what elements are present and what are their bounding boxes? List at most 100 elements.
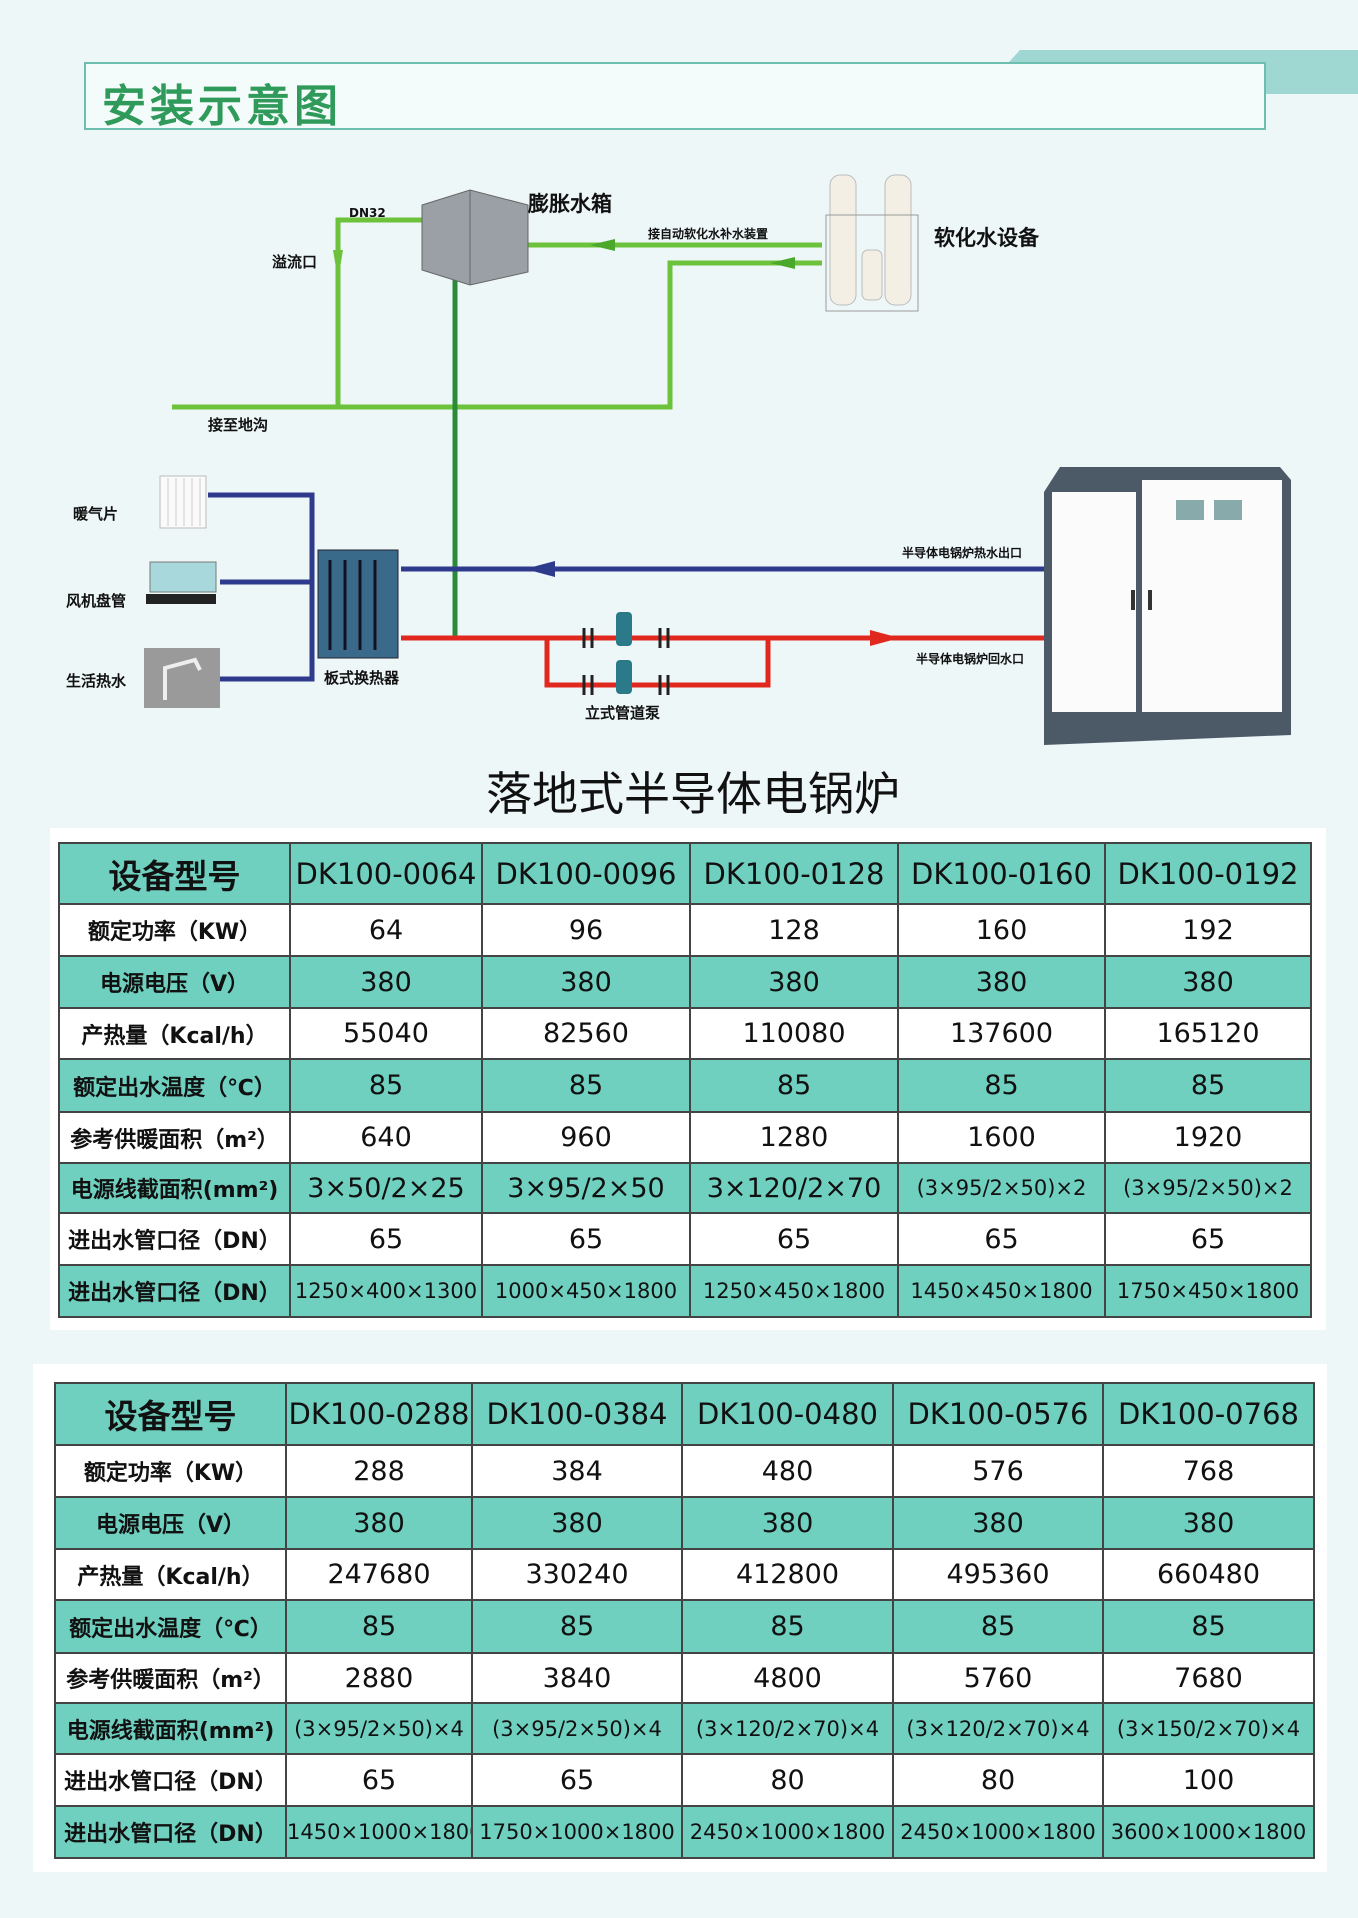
arrow: [590, 239, 615, 251]
valve-icons: [582, 628, 670, 695]
table-cell: 380: [1104, 955, 1312, 1009]
faucet-icon: [144, 648, 220, 708]
table-cell: 165120: [1104, 1007, 1312, 1060]
makeup-label: 接自动软化水补水装置: [648, 227, 769, 241]
table-cell: DK100-0064: [289, 842, 483, 905]
table-cell: 85: [689, 1058, 899, 1113]
header-frame: [84, 62, 1266, 130]
table-cell: 65: [897, 1212, 1106, 1266]
pump-label: 立式管道泵: [585, 704, 661, 722]
table-cell: 2450×1000×1800: [892, 1805, 1104, 1859]
overflow-arrow: [333, 250, 343, 280]
table-cell: 380: [892, 1496, 1104, 1550]
row-label: 额定出水温度（℃）: [54, 1599, 287, 1654]
table-cell: 380: [481, 955, 691, 1009]
table-cell: 576: [892, 1444, 1104, 1498]
row-label: 参考供暖面积（m²）: [58, 1111, 291, 1164]
table-cell: 384: [471, 1444, 683, 1498]
drain-label: 接至地沟: [208, 416, 269, 434]
table-cell: DK100-0576: [892, 1382, 1104, 1446]
softener-icon: [825, 174, 919, 312]
table-cell: 80: [892, 1753, 1104, 1807]
table-cell: 380: [289, 955, 483, 1009]
table-cell: 85: [897, 1058, 1106, 1113]
table-cell: (3×95/2×50)×4: [471, 1702, 683, 1755]
boiler-return-label: 半导体电锅炉回水口: [916, 652, 1025, 666]
table-cell: 85: [481, 1058, 691, 1113]
table-cell: 85: [892, 1599, 1104, 1654]
table-cell: DK100-0096: [481, 842, 691, 905]
table-cell: 65: [689, 1212, 899, 1266]
row-label: 进出水管口径（DN）: [58, 1212, 291, 1266]
table-cell: 1750×450×1800: [1104, 1264, 1312, 1318]
table-cell: DK100-0128: [689, 842, 899, 905]
table-cell: 480: [681, 1444, 894, 1498]
table-cell: (3×95/2×50)×4: [285, 1702, 473, 1755]
table-cell: (3×120/2×70)×4: [892, 1702, 1104, 1755]
page-title: 安装示意图: [102, 81, 342, 132]
plate-heat-exchanger-icon: [317, 549, 399, 659]
row-label: 电源电压（V）: [54, 1496, 287, 1550]
row-label: 电源电压（V）: [58, 955, 291, 1009]
row-label: 进出水管口径（DN）: [54, 1753, 287, 1807]
arrow: [870, 630, 900, 646]
arrow: [770, 257, 795, 269]
arrow: [525, 561, 555, 577]
boiler-outlet-label: 半导体电锅炉热水出口: [902, 546, 1023, 560]
table-cell: DK100-0160: [897, 842, 1106, 905]
table-cell: 3×95/2×50: [481, 1162, 691, 1214]
row-label: 进出水管口径（DN）: [54, 1805, 287, 1859]
row-label: 额定功率（KW）: [54, 1444, 287, 1498]
table-cell: 3×50/2×25: [289, 1162, 483, 1214]
table-cell: 768: [1102, 1444, 1315, 1498]
table-cell: 2880: [285, 1652, 473, 1704]
table-cell: (3×95/2×50)×2: [897, 1162, 1106, 1214]
softener-label: 软化水设备: [934, 226, 1039, 250]
table-cell: 380: [681, 1496, 894, 1550]
table-cell: 96: [481, 903, 691, 957]
table-cell: 640: [289, 1111, 483, 1164]
table-cell: 85: [285, 1599, 473, 1654]
row-label: 设备型号: [54, 1382, 287, 1446]
table-cell: (3×150/2×70)×4: [1102, 1702, 1315, 1755]
table-cell: 7680: [1102, 1652, 1315, 1704]
table-cell: 1600: [897, 1111, 1106, 1164]
table-cell: 3×120/2×70: [689, 1162, 899, 1214]
table-cell: 1750×1000×1800: [471, 1805, 683, 1859]
pump-icons: [616, 612, 632, 694]
table-cell: DK100-0384: [471, 1382, 683, 1446]
table-cell: 1000×450×1800: [481, 1264, 691, 1318]
overflow-label: 溢流口: [272, 253, 318, 271]
row-label: 进出水管口径（DN）: [58, 1264, 291, 1318]
table-cell: 660480: [1102, 1548, 1315, 1601]
table-cell: 960: [481, 1111, 691, 1164]
table-cell: 55040: [289, 1007, 483, 1060]
plate-hx-label: 板式换热器: [324, 669, 400, 687]
table-cell: DK100-0192: [1104, 842, 1312, 905]
table-cell: 247680: [285, 1548, 473, 1601]
table-cell: 80: [681, 1753, 894, 1807]
table-cell: 65: [481, 1212, 691, 1266]
table-cell: 1450×1000×1800: [285, 1805, 473, 1859]
table-cell: 85: [471, 1599, 683, 1654]
expansion-tank-icon: [421, 189, 529, 286]
table-row: 电源线截面积(mm²)(3×95/2×50)×4(3×95/2×50)×4(3×…: [54, 1702, 1315, 1755]
row-label: 参考供暖面积（m²）: [54, 1652, 287, 1704]
table-cell: 1250×400×1300: [289, 1264, 483, 1318]
table-cell: 1920: [1104, 1111, 1312, 1164]
boiler-icon: [1044, 467, 1291, 745]
table-cell: (3×120/2×70)×4: [681, 1702, 894, 1755]
table-cell: 380: [1102, 1496, 1315, 1550]
